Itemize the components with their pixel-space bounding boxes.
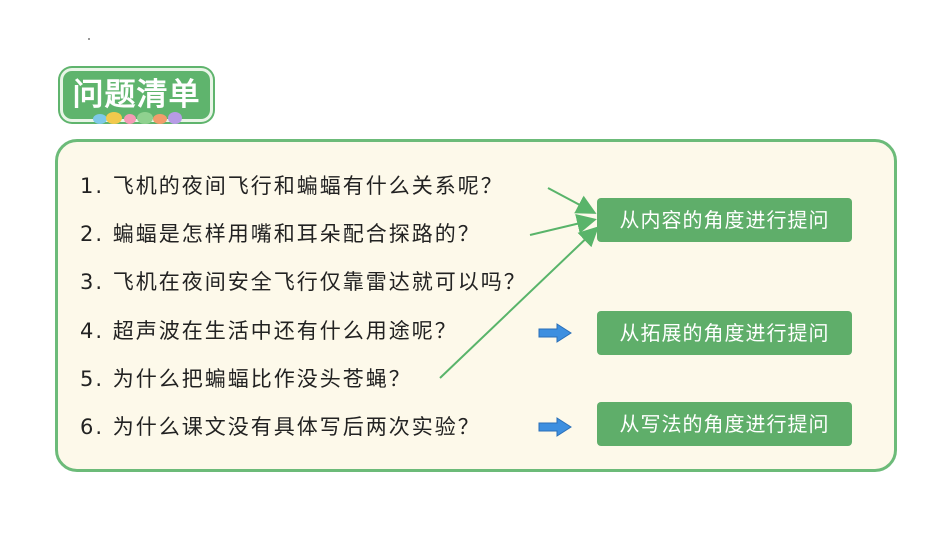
stray-dot	[88, 38, 90, 40]
blue-arrow-icon	[538, 417, 572, 437]
title-tab: 问题清单	[60, 68, 213, 122]
question-5: 5. 为什么把蝙蝠比作没头苍蝇？	[80, 367, 412, 391]
page-title: 问题清单	[72, 77, 201, 113]
question-2: 2. 蝙蝠是怎样用嘴和耳朵配合探路的？	[80, 222, 481, 246]
tag-extension-angle: 从拓展的角度进行提问	[597, 311, 852, 355]
question-4: 4. 超声波在生活中还有什么用途呢？	[80, 319, 458, 343]
question-6: 6. 为什么课文没有具体写后两次实验？	[80, 415, 481, 439]
tag-writing-angle: 从写法的角度进行提问	[597, 402, 852, 446]
question-1: 1. 飞机的夜间飞行和蝙蝠有什么关系呢？	[80, 174, 504, 198]
candy-decoration-icon	[93, 112, 182, 124]
tag-content-angle: 从内容的角度进行提问	[597, 198, 852, 242]
blue-arrow-icon	[538, 323, 572, 343]
question-3: 3. 飞机在夜间安全飞行仅靠雷达就可以吗？	[80, 270, 527, 294]
